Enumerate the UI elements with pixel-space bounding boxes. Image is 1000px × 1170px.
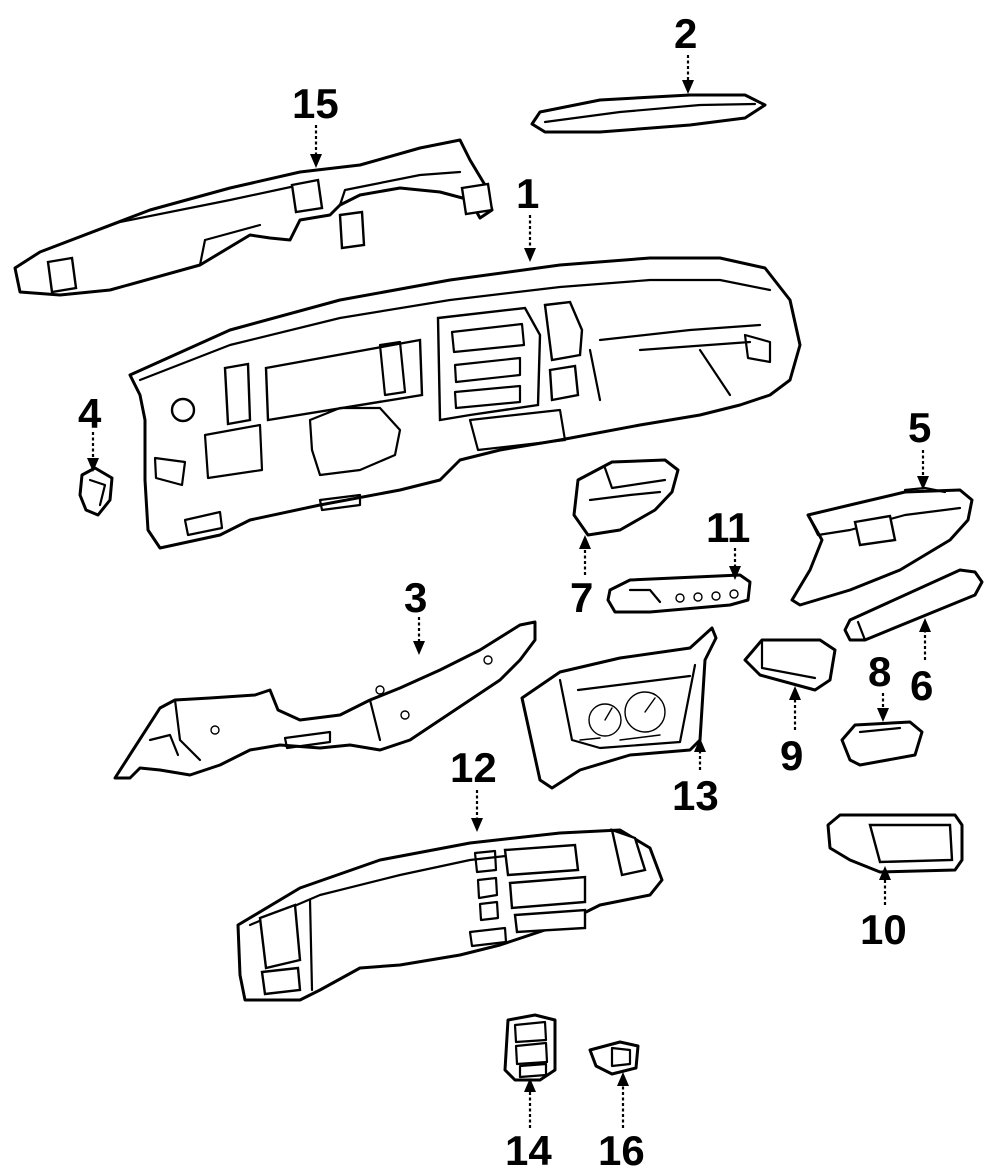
part-6-tube — [843, 568, 984, 642]
part-4-cap — [78, 466, 114, 517]
part-15-duct — [13, 138, 494, 297]
part-2-top-pad — [530, 93, 767, 134]
part-10-bin — [826, 813, 964, 874]
callout-10: 10 — [860, 906, 907, 953]
callout-8: 8 — [868, 648, 891, 695]
callout-6: 6 — [910, 662, 933, 709]
part-9-pocket — [743, 638, 837, 692]
part-13-cluster — [520, 626, 718, 790]
callout-2: 2 — [674, 10, 697, 57]
callout-15: 15 — [292, 80, 339, 127]
part-12-bezel — [236, 828, 664, 1002]
callout-4: 4 — [78, 390, 102, 437]
part-1-instrument-panel — [128, 256, 802, 550]
callout-9: 9 — [780, 732, 803, 779]
part-14-switch-bank — [503, 1013, 557, 1082]
callout-11: 11 — [706, 504, 750, 551]
callout-3: 3 — [404, 574, 427, 621]
callout-16: 16 — [598, 1127, 645, 1170]
callout-13: 13 — [672, 772, 719, 819]
leader-lines — [87, 55, 931, 1128]
callout-5: 5 — [908, 404, 931, 451]
part-7-bracket — [572, 458, 680, 537]
callout-14: 14 — [505, 1127, 552, 1170]
part-11-switch-panel — [606, 573, 752, 614]
callout-7: 7 — [570, 574, 593, 621]
callout-12: 12 — [450, 744, 497, 791]
part-3-lower-trim — [113, 620, 537, 780]
part-16-switch — [588, 1040, 640, 1076]
part-8-tray — [840, 720, 924, 767]
part-5-glove-box — [790, 486, 974, 607]
callout-1: 1 — [516, 170, 539, 217]
